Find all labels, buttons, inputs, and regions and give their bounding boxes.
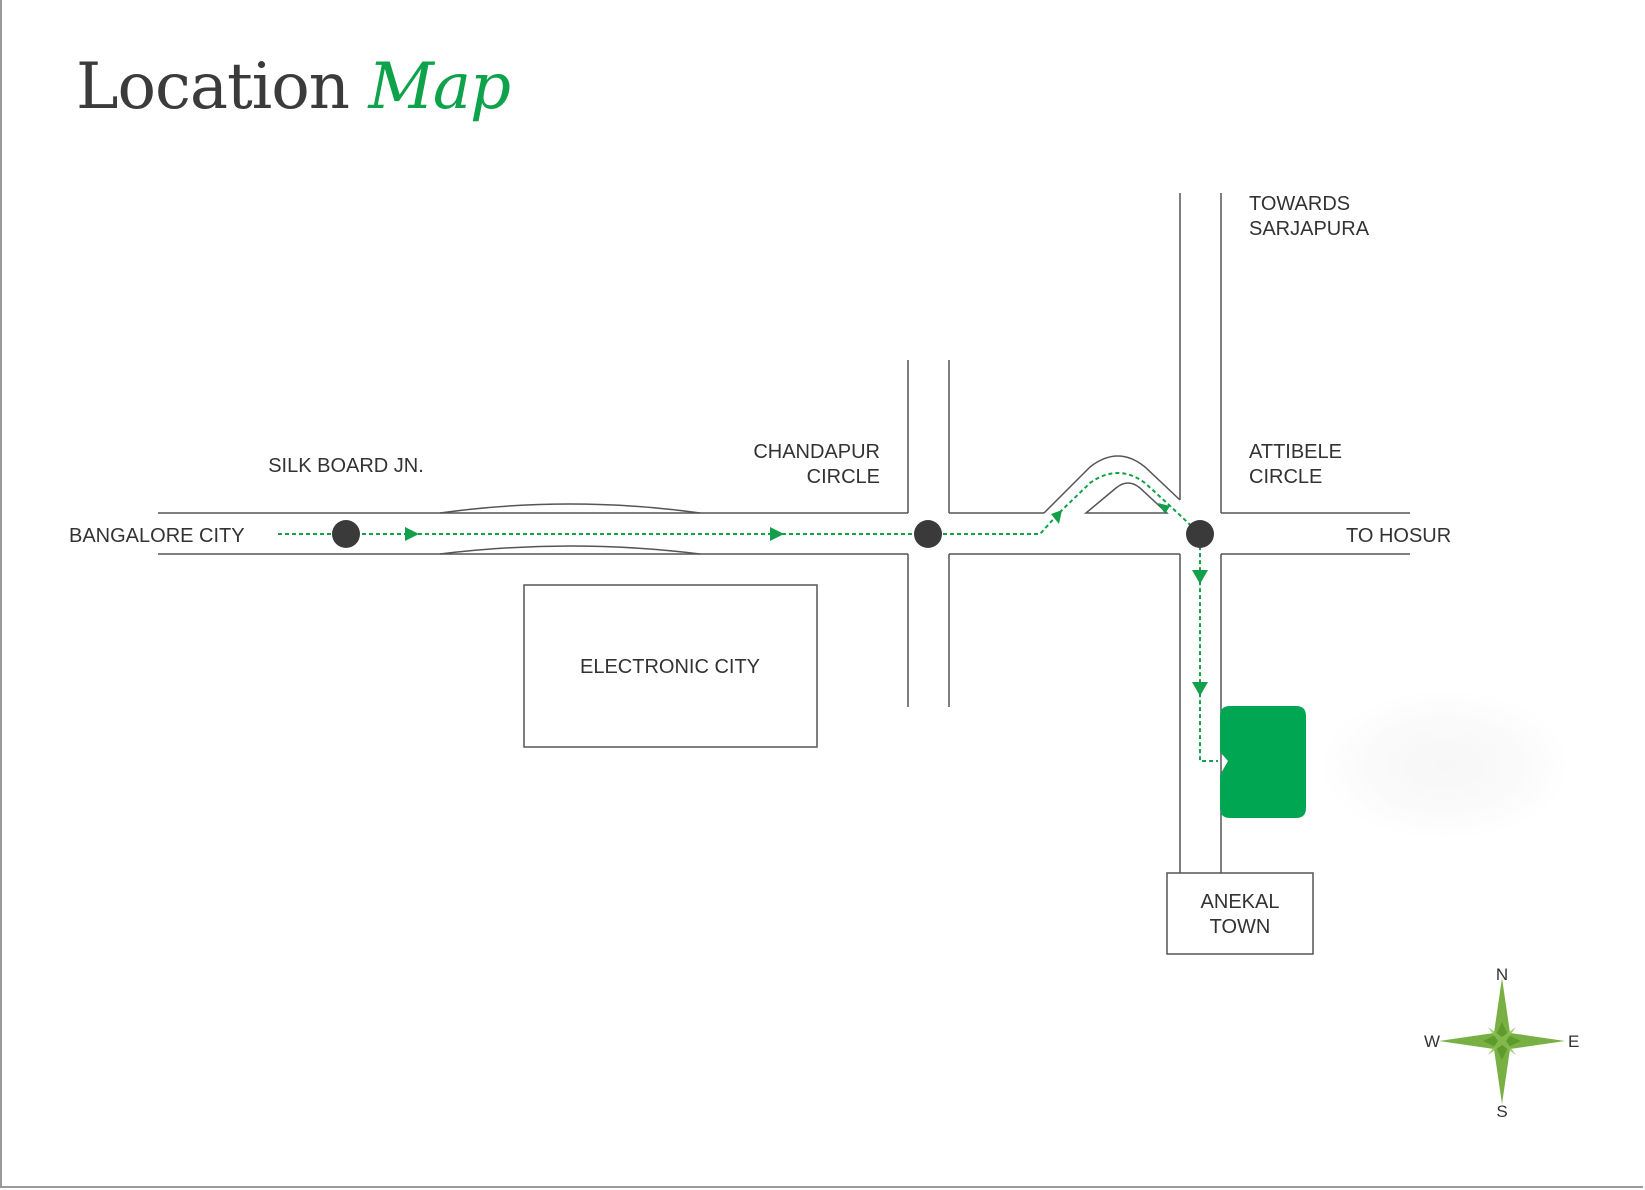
label-electronic-city: ELECTRONIC CITY	[580, 656, 760, 678]
label-chandapur-1: CHANDAPUR	[753, 441, 880, 463]
route-arrow-3	[1051, 510, 1062, 524]
page-title: Location Map	[76, 50, 511, 124]
label-anekal-1: ANEKAL	[1201, 891, 1280, 913]
map-labels: BANGALORE CITY SILK BOARD JN. CHANDAPUR …	[69, 193, 1451, 938]
label-silk-board: SILK BOARD JN.	[268, 455, 424, 477]
loop-ramp-outer	[1043, 455, 1181, 514]
loop-ramp-island	[1083, 482, 1169, 514]
route-arrow-6	[1192, 682, 1208, 696]
anekal-town-block	[1166, 872, 1314, 955]
route-arrow-4	[1158, 503, 1170, 514]
compass-diagonal-icon	[1488, 1027, 1516, 1055]
label-towards-1: TOWARDS	[1249, 193, 1350, 215]
chandapur-road	[907, 360, 950, 707]
route-arrow-1	[405, 527, 419, 541]
route-arrow-2	[770, 527, 784, 541]
electronic-city-block	[523, 584, 818, 748]
label-to-hosur: TO HOSUR	[1346, 525, 1451, 547]
label-attibele-1: ATTIBELE	[1249, 441, 1342, 463]
compass-west: W	[1424, 1032, 1440, 1051]
compass-east: E	[1568, 1032, 1579, 1051]
compass-rose: N S E W	[1424, 965, 1579, 1121]
site-halo	[1320, 690, 1570, 840]
compass-north: N	[1496, 965, 1508, 984]
attibele-road	[1043, 193, 1222, 873]
route-arrows	[405, 503, 1208, 696]
label-anekal-2: TOWN	[1210, 916, 1271, 938]
route-arrow-5	[1192, 570, 1208, 584]
label-attibele-2: CIRCLE	[1249, 466, 1322, 488]
title-accent: Map	[368, 50, 511, 124]
main-road	[158, 503, 1410, 555]
route-path	[278, 472, 1218, 762]
flyover-south	[439, 545, 701, 555]
title-main: Location	[76, 50, 350, 124]
compass-south: S	[1496, 1102, 1507, 1121]
label-towards-2: SARJAPURA	[1249, 218, 1370, 240]
project-site-marker	[1220, 706, 1306, 818]
flyover-north	[439, 503, 701, 514]
label-bangalore-city: BANGALORE CITY	[69, 525, 245, 547]
attibele-junction-marker	[1186, 520, 1214, 548]
label-chandapur-2: CIRCLE	[807, 466, 880, 488]
chandapur-junction-marker	[914, 520, 942, 548]
silk-board-junction-marker	[332, 520, 360, 548]
